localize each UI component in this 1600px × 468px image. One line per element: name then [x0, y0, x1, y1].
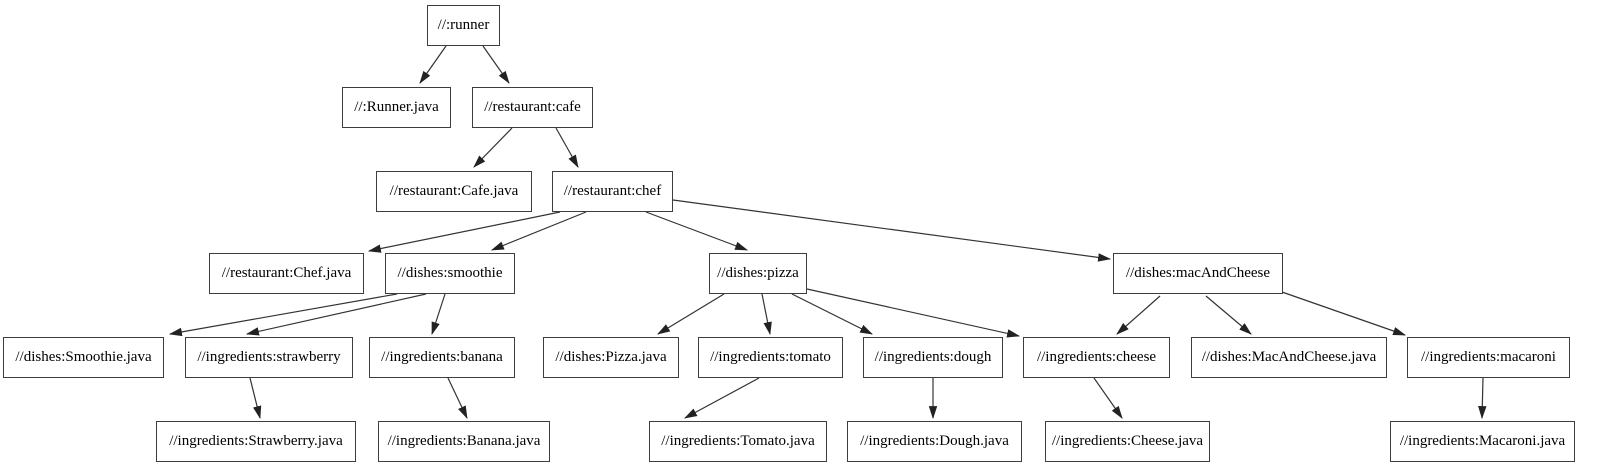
edge-smoothie-to-strawberry [245, 293, 427, 336]
edge-chef-to-smoothie [490, 211, 587, 251]
node-smoothie-java: //dishes:Smoothie.java [3, 337, 164, 378]
node-pizza: //dishes:pizza [709, 253, 807, 294]
node-smoothie: //dishes:smoothie [385, 253, 515, 294]
node-banana-java: //ingredients:Banana.java [378, 421, 550, 462]
node-macaroni-java: //ingredients:Macaroni.java [1390, 421, 1575, 462]
node-macandcheese-java: //dishes:MacAndCheese.java [1191, 337, 1387, 378]
edge-cafe-to-chef [555, 127, 579, 168]
edge-runner-to-cafe [482, 45, 510, 84]
edge-macaroni-to-macaroni-java [1478, 377, 1487, 420]
node-macandcheese: //dishes:macAndCheese [1113, 253, 1283, 294]
node-dough-java: //ingredients:Dough.java [847, 421, 1022, 462]
node-runner: //:runner [427, 5, 500, 46]
edge-banana-to-banana-java [447, 377, 468, 419]
node-tomato: //ingredients:tomato [698, 337, 843, 378]
edge-cheese-to-cheese-java [1093, 377, 1123, 419]
edge-macandcheese-to-macaroni [1281, 291, 1407, 336]
edge-strawberry-to-strawberry-java [249, 377, 262, 420]
edge-pizza-to-tomato [761, 293, 772, 336]
edge-tomato-to-tomato-java [684, 377, 760, 419]
node-banana: //ingredients:banana [369, 337, 515, 378]
edge-chef-to-chef-java [367, 211, 561, 253]
edge-runner-to-runner-java [419, 45, 447, 84]
node-pizza-java: //dishes:Pizza.java [543, 337, 679, 378]
node-strawberry-java: //ingredients:Strawberry.java [156, 421, 356, 462]
node-cheese-java: //ingredients:Cheese.java [1045, 421, 1210, 462]
node-chef-java: //restaurant:Chef.java [209, 253, 364, 294]
edge-smoothie-to-banana [431, 293, 446, 336]
edge-chef-to-macandcheese [672, 199, 1112, 262]
edge-pizza-to-cheese [806, 288, 1021, 338]
edge-macandcheese-to-macandcheese-java [1205, 295, 1252, 335]
edge-smoothie-to-smoothie-java [168, 293, 398, 337]
edge-chef-to-pizza [645, 211, 749, 251]
node-macaroni: //ingredients:macaroni [1407, 337, 1570, 378]
node-runner-java: //:Runner.java [342, 87, 451, 128]
node-tomato-java: //ingredients:Tomato.java [649, 421, 827, 462]
node-chef: //restaurant:chef [552, 171, 673, 212]
edge-pizza-to-dough [791, 293, 873, 335]
edge-macandcheese-to-cheese [1116, 295, 1161, 335]
node-cafe: //restaurant:cafe [472, 87, 593, 128]
node-dough: //ingredients:dough [863, 337, 1003, 378]
edge-pizza-to-pizza-java [657, 293, 725, 335]
edge-cafe-to-cafe-java [473, 127, 513, 168]
node-strawberry: //ingredients:strawberry [185, 337, 353, 378]
node-cheese: //ingredients:cheese [1023, 337, 1170, 378]
node-cafe-java: //restaurant:Cafe.java [376, 171, 532, 212]
